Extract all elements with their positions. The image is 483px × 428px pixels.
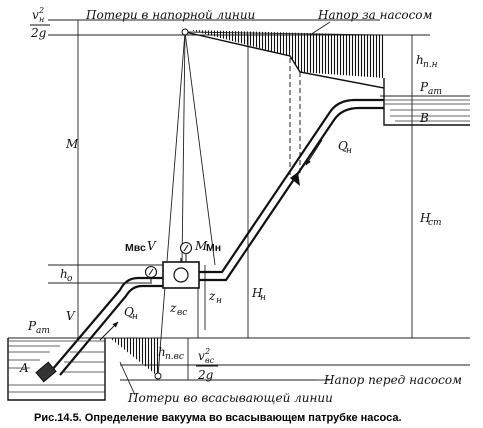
drop-line-right bbox=[184, 31, 216, 266]
zvs-z: z bbox=[169, 301, 177, 315]
label-mn: Мн bbox=[206, 242, 221, 254]
vn2-den: 2g bbox=[30, 26, 47, 40]
label-qn-bottom: Q н bbox=[124, 305, 138, 322]
zn-sub: н bbox=[216, 296, 222, 306]
pump bbox=[144, 241, 200, 289]
label-losses-pressure-line: Потери в напорной линии bbox=[85, 8, 255, 22]
hst-sub: ст bbox=[428, 218, 442, 228]
label-qn-top: Q н bbox=[338, 139, 352, 156]
dimension-lines bbox=[77, 20, 413, 380]
vn2-sub: н bbox=[39, 15, 44, 24]
node-bottom bbox=[154, 372, 162, 380]
upper-reservoir-wall bbox=[383, 78, 470, 126]
label-M: M bbox=[65, 137, 79, 151]
hst-h: H bbox=[419, 211, 431, 225]
vvs2-den: 2g bbox=[197, 368, 214, 382]
h0-h: h bbox=[60, 267, 68, 281]
pump-impeller bbox=[173, 267, 189, 283]
flow-arrow-top bbox=[305, 139, 323, 166]
label-V-lower: V bbox=[66, 309, 76, 323]
hpn-sub: п.н bbox=[423, 60, 438, 70]
leader-suction-losses bbox=[119, 361, 136, 396]
label-B: B bbox=[419, 111, 429, 125]
qn-top-sub: н bbox=[346, 146, 352, 156]
suction-pipe bbox=[35, 276, 163, 383]
label-hn: H н bbox=[251, 286, 266, 303]
hatch-pressure-losses bbox=[190, 30, 384, 78]
label-hpn: h п.н bbox=[416, 53, 438, 70]
check-valve bbox=[290, 172, 300, 186]
label-h0: h o bbox=[60, 267, 73, 284]
lower-reservoir-wall bbox=[7, 338, 106, 401]
label-losses-suction-line: Потери во всасывающей линии bbox=[127, 391, 333, 405]
pat-bottom-sub: ат bbox=[36, 326, 50, 336]
leader-head-after-pump bbox=[309, 21, 331, 36]
label-pat-top: P ат bbox=[419, 80, 442, 97]
label-V-gauge: V bbox=[147, 239, 157, 253]
lower-reservoir bbox=[7, 338, 106, 401]
hpn-h: h bbox=[416, 53, 424, 67]
discharge-pipe-upper-wall bbox=[198, 98, 384, 274]
label-M-gauge: M bbox=[194, 239, 208, 253]
pump-body bbox=[162, 261, 200, 289]
hpvs-h: h bbox=[158, 345, 166, 359]
hpvs-sub: п.вс bbox=[165, 352, 184, 362]
figure-caption: Рис.14.5. Определение вакуума во всасыва… bbox=[34, 412, 402, 424]
hn-sub: н bbox=[260, 293, 266, 303]
label-hpvs: h п.вс bbox=[158, 345, 184, 362]
label-head-after-pump: Напор за насосом bbox=[317, 8, 433, 22]
head-line-top bbox=[184, 31, 385, 36]
label-zn: z н bbox=[208, 289, 222, 306]
suction-pipe-lower-wall bbox=[59, 284, 163, 376]
h0-sub: o bbox=[67, 274, 73, 284]
reference-lines bbox=[8, 19, 470, 381]
hatch-suction-losses bbox=[110, 338, 160, 378]
upper-reservoir bbox=[383, 78, 470, 126]
vvs2-sup: 2 bbox=[204, 347, 210, 356]
label-A: A bbox=[19, 361, 29, 375]
suction-pipe-upper-wall bbox=[51, 276, 163, 371]
label-hst: H ст bbox=[419, 211, 442, 228]
pat-top-p: P bbox=[419, 80, 429, 94]
label-head-before-pump: Напор перед насосом bbox=[323, 373, 462, 387]
vacuum-gauge-needle bbox=[148, 268, 154, 276]
suction-strainer bbox=[35, 361, 57, 383]
qn-bottom-sub: н bbox=[132, 312, 138, 322]
label-mvs: Мвс bbox=[125, 242, 146, 254]
zvs-sub: вс bbox=[177, 308, 187, 318]
pat-top-sub: ат bbox=[428, 87, 442, 97]
vvs2-sub: вс bbox=[205, 356, 215, 365]
drop-line-center bbox=[181, 31, 186, 266]
vn2-sup: 2 bbox=[38, 6, 44, 15]
drop-line-left bbox=[157, 31, 186, 377]
label-vn2-over-2g: v н 2 2g bbox=[30, 6, 50, 40]
node-top bbox=[181, 28, 189, 36]
label-pat-bottom: P ат bbox=[27, 319, 50, 336]
hn-h: H bbox=[251, 286, 263, 300]
piezometric-line bbox=[184, 31, 385, 89]
label-vvs2-over-2g: v вс 2 2g bbox=[196, 347, 218, 382]
pressure-gauge-needle bbox=[183, 244, 189, 252]
flow-arrow-bottom bbox=[99, 321, 119, 341]
qn-bottom-q: Q bbox=[124, 305, 134, 319]
discharge-pipe-lower-wall bbox=[198, 106, 384, 282]
vn2-v: v bbox=[32, 8, 39, 22]
pat-bottom-p: P bbox=[27, 319, 37, 333]
vvs2-v: v bbox=[198, 349, 205, 363]
label-zvs: z вс bbox=[169, 301, 187, 318]
discharge-pipe bbox=[198, 98, 384, 282]
qn-top-q: Q bbox=[338, 139, 348, 153]
zn-z: z bbox=[208, 289, 216, 303]
